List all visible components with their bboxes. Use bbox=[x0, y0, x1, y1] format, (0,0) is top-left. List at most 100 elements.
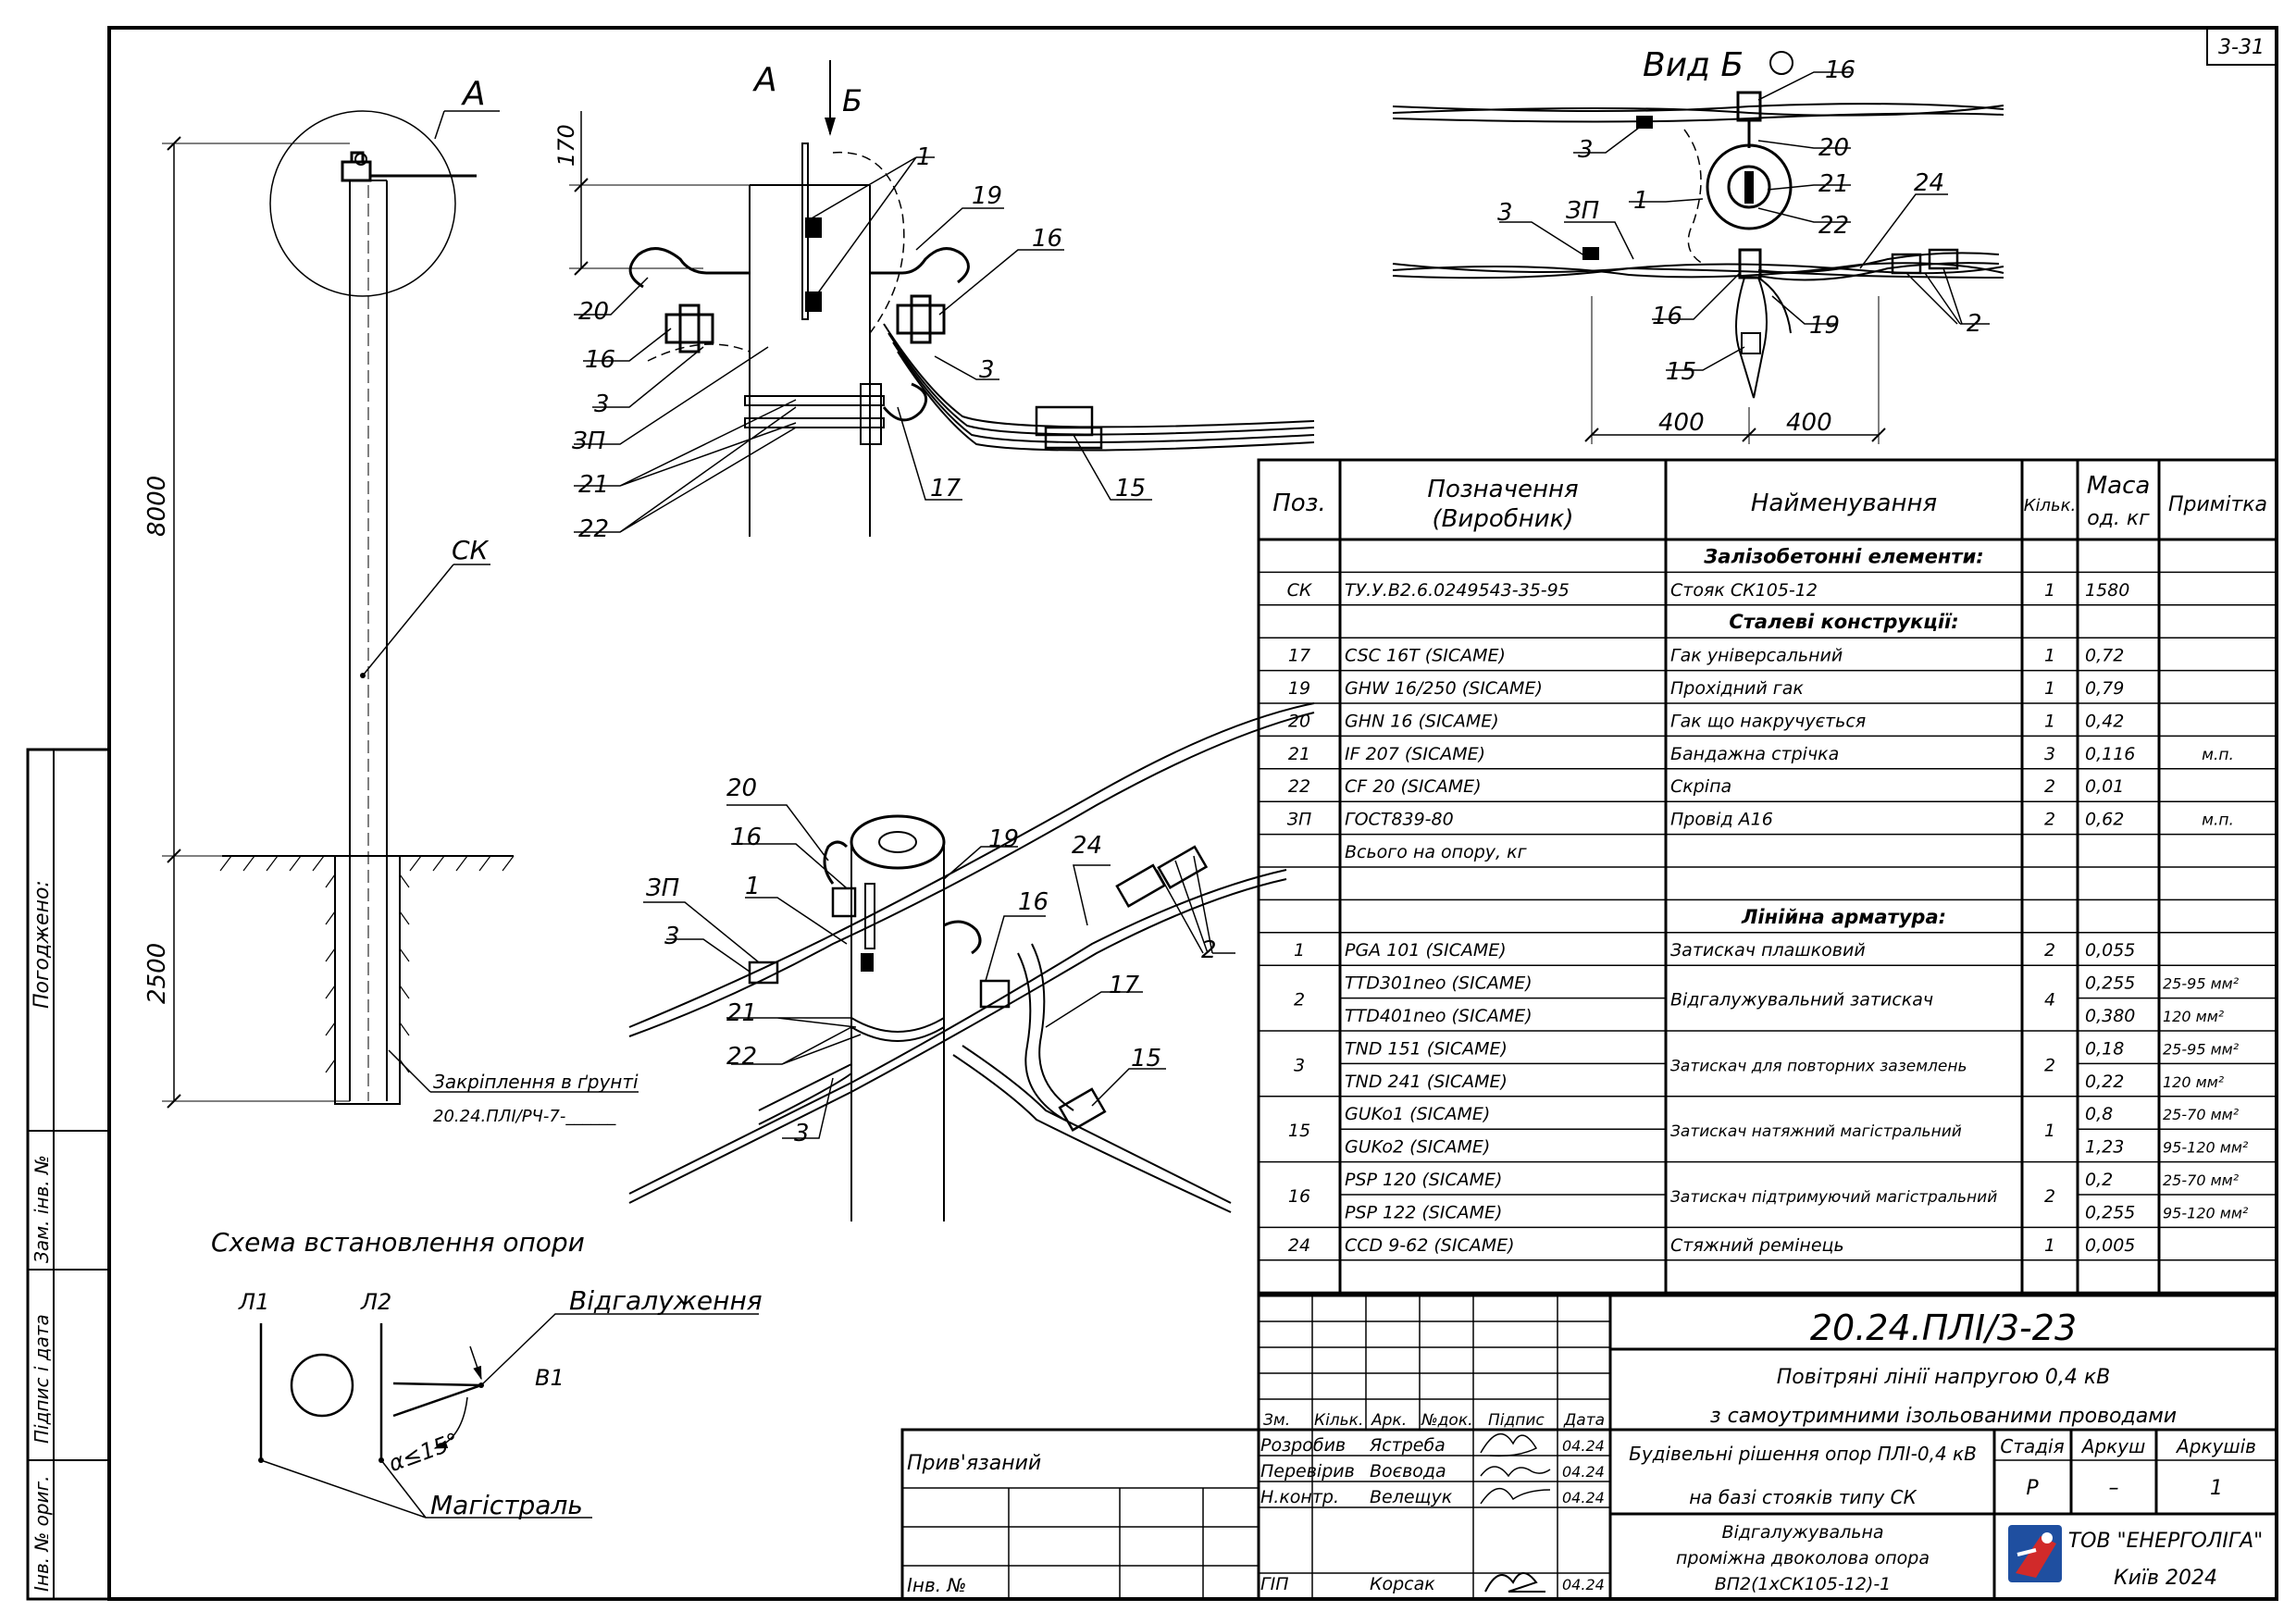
cell-pos: 3 bbox=[1294, 1055, 1305, 1075]
dim-170: 170 bbox=[553, 124, 579, 167]
cell-mass: 1580 bbox=[2085, 580, 2129, 601]
cell-designation: TTD401neo (SICAME) bbox=[1345, 1006, 1533, 1026]
scheme-b1: В1 bbox=[535, 1365, 565, 1391]
cell-designation: ТУ.У.В2.6.0249543-35-95 bbox=[1345, 580, 1570, 601]
detail-a-16-right: 16 bbox=[1032, 225, 1062, 253]
side-stamp: Погоджено: Зам. інв. № Підпис і дата Інв… bbox=[26, 748, 111, 1601]
cell-mass: 0,22 bbox=[2085, 1072, 2124, 1092]
anchoring-label: Закріплення в ґрунті bbox=[433, 1071, 639, 1093]
cell-qty: 1 bbox=[2044, 1121, 2055, 1141]
project-line-1: Повітряні лінії напругою 0,4 кВ bbox=[1777, 1366, 2111, 1389]
iso-2: 2 bbox=[1201, 936, 1217, 964]
doc-number: 20.24.ПЛІ/3-23 bbox=[1810, 1308, 2077, 1348]
cell-note: 25-95 мм² bbox=[2163, 1040, 2240, 1058]
cell-designation: GHW 16/250 (SICAME) bbox=[1345, 678, 1543, 699]
cell-qty: 3 bbox=[2044, 744, 2055, 764]
cell-name: Гак універсальний bbox=[1670, 646, 1843, 666]
view-b-dim-left: 400 bbox=[1658, 409, 1705, 437]
cell-note: 120 мм² bbox=[2163, 1073, 2225, 1091]
cell-designation: TND 241 (SICAME) bbox=[1345, 1072, 1508, 1092]
cell-qty: 2 bbox=[2044, 1186, 2055, 1207]
cell-name: Відгалужувальний затискач bbox=[1670, 990, 1933, 1010]
signature-2 bbox=[1480, 1466, 1551, 1478]
view-b-title: Вид Б bbox=[1643, 46, 1744, 84]
view-b-16-low: 16 bbox=[1652, 303, 1682, 330]
cell-name: Скріпа bbox=[1670, 776, 1731, 797]
depth-below-dim: 2500 bbox=[143, 943, 171, 1004]
cell-designation: PSP 122 (SICAME) bbox=[1345, 1202, 1502, 1222]
cell-designation: GUKo1 (SICAME) bbox=[1345, 1104, 1490, 1124]
anchoring-ref: 20.24.ПЛІ/РЧ-7-______ bbox=[433, 1107, 616, 1126]
project-line-2: з самоутримними ізольованими проводами bbox=[1710, 1405, 2177, 1428]
cell-qty: 2 bbox=[2044, 940, 2055, 961]
cell-pos: СК bbox=[1287, 580, 1313, 601]
detail-a: А Б 170 1 bbox=[553, 60, 1315, 543]
detail-a-3-right: 3 bbox=[979, 356, 995, 384]
person-date-3: 04.24 bbox=[1562, 1489, 1605, 1506]
view-b-dim-right: 400 bbox=[1786, 409, 1832, 437]
cell-pos: ЗП bbox=[1287, 810, 1311, 830]
cell-note: м.п. bbox=[2202, 746, 2234, 764]
cell-mass: 1,23 bbox=[2085, 1137, 2124, 1158]
cell-designation: GHN 16 (SICAME) bbox=[1345, 711, 1499, 731]
detail-a-20: 20 bbox=[578, 298, 609, 326]
scheme-main-line: Магістраль bbox=[430, 1490, 583, 1520]
cell-qty: 2 bbox=[2044, 810, 2055, 830]
height-above-dim: 8000 bbox=[143, 476, 171, 537]
detail-a-22: 22 bbox=[578, 515, 609, 543]
sheets-header: Аркушів bbox=[2175, 1435, 2256, 1457]
scheme-l1: Л1 bbox=[238, 1289, 269, 1315]
cell-designation: PSP 120 (SICAME) bbox=[1345, 1170, 1502, 1190]
cell-mass: 0,18 bbox=[2085, 1038, 2124, 1059]
cell-designation: CCD 9-62 (SICAME) bbox=[1345, 1235, 1515, 1256]
cell-designation: CF 20 (SICAME) bbox=[1345, 776, 1482, 797]
company-logo bbox=[2008, 1525, 2062, 1582]
pole-label: СК bbox=[452, 535, 490, 565]
th-mass: Маса bbox=[2087, 472, 2151, 500]
view-b-15: 15 bbox=[1666, 358, 1696, 386]
cell-mass: 0,055 bbox=[2085, 940, 2135, 961]
cell-designation: TTD301neo (SICAME) bbox=[1345, 973, 1533, 994]
iso-1: 1 bbox=[745, 873, 761, 900]
inv-label: Інв. № bbox=[907, 1574, 966, 1596]
cell-note: м.п. bbox=[2202, 812, 2234, 830]
cell-mass: 0,255 bbox=[2085, 1202, 2135, 1222]
tied-label: Прив'язаний bbox=[907, 1452, 1041, 1475]
view-b-22: 22 bbox=[1818, 212, 1849, 240]
th-pos: Поз. bbox=[1272, 490, 1326, 517]
person-name-3: Велещук bbox=[1370, 1487, 1453, 1507]
iso-24: 24 bbox=[1072, 832, 1102, 860]
iso-16-left: 16 bbox=[731, 824, 762, 851]
cell-mass: 0,72 bbox=[2085, 646, 2124, 666]
cell-designation: GUKo2 (SICAME) bbox=[1345, 1137, 1490, 1158]
gip-role: ГІП bbox=[1260, 1574, 1288, 1594]
cell-mass: 0,42 bbox=[2085, 711, 2124, 731]
sheets-value: 1 bbox=[2210, 1477, 2223, 1500]
stage-value: Р bbox=[2026, 1477, 2039, 1500]
view-b-16-top: 16 bbox=[1825, 56, 1855, 84]
view-arrow-label: Б bbox=[842, 83, 863, 118]
cell-qty: 1 bbox=[2044, 1235, 2055, 1256]
detail-a-15: 15 bbox=[1115, 475, 1146, 502]
iso-19: 19 bbox=[988, 825, 1019, 853]
cell-pos: 19 bbox=[1288, 678, 1310, 699]
cell-mass: 0,8 bbox=[2085, 1104, 2113, 1124]
scheme-title: Схема встановлення опори bbox=[211, 1227, 585, 1258]
cell-designation: CSC 16T (SICAME) bbox=[1345, 646, 1506, 666]
cell-name: Стяжний ремінець bbox=[1670, 1235, 1844, 1256]
rev-h-pidpys: Підпис bbox=[1488, 1411, 1545, 1430]
city-year: Київ 2024 bbox=[2114, 1567, 2217, 1590]
title-block: Зм. Кільк. Арк. №док. Підпис Дата Розроб… bbox=[900, 1294, 2278, 1601]
view-b-24: 24 bbox=[1914, 169, 1944, 197]
company-name: ТОВ "ЕНЕРГОЛІГА" bbox=[2068, 1530, 2264, 1553]
view-b-3p: ЗП bbox=[1566, 197, 1599, 225]
sheet-tag-text: 3-31 bbox=[2218, 36, 2265, 59]
cell-pos: 15 bbox=[1288, 1121, 1310, 1141]
iso-view: 20 16 19 24 ЗП 1 16 2 3 17 21 22 15 3 bbox=[628, 702, 1315, 1221]
detail-a-19: 19 bbox=[972, 182, 1002, 210]
gip-date: 04.24 bbox=[1562, 1576, 1605, 1593]
replacement-inv-label: Зам. інв. № bbox=[31, 1155, 53, 1263]
cell-name: Стояк СК105-12 bbox=[1670, 580, 1818, 601]
cell-note: 25-70 мм² bbox=[2163, 1172, 2240, 1189]
